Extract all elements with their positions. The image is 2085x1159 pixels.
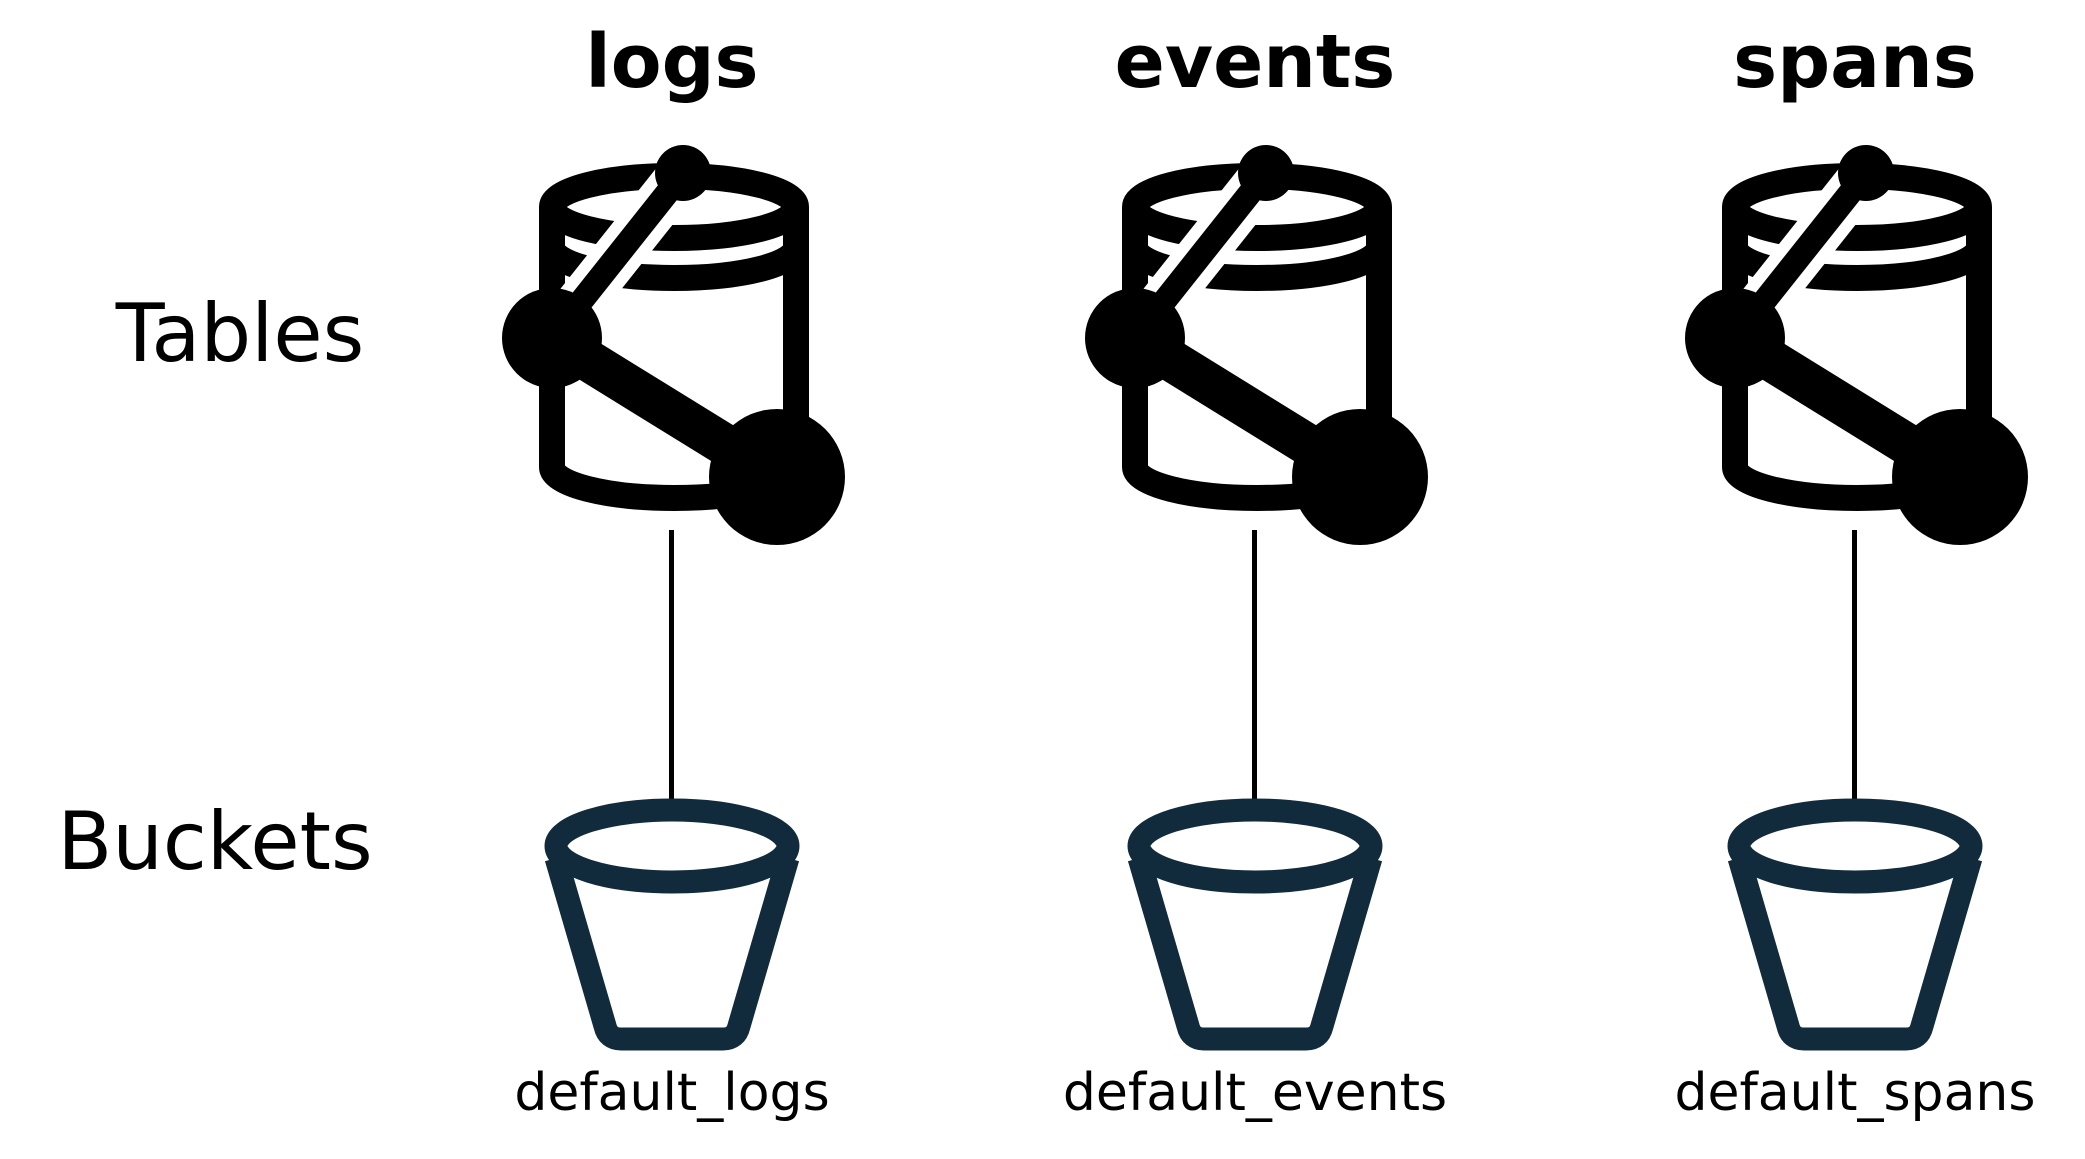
table-name-label: spans (1733, 19, 1977, 105)
bucket-icon (1727, 798, 1983, 1051)
network-nodes (1685, 145, 2028, 545)
table-bucket-connector (1852, 530, 1857, 815)
column-spans: spans default_spans (1555, 0, 2085, 1159)
network-nodes (502, 145, 845, 545)
column-logs: logs default_logs (372, 0, 972, 1159)
table-icon (1685, 145, 2028, 545)
table-icon (1085, 145, 1428, 545)
table-bucket-connector (669, 530, 674, 815)
row-label-tables: Tables (115, 287, 365, 380)
bucket-name-label: default_events (1062, 1063, 1448, 1123)
column-events: events default_events (955, 0, 1555, 1159)
bucket-name-label: default_logs (514, 1063, 830, 1123)
bucket-icon (1127, 798, 1383, 1051)
table-name-label: events (1114, 19, 1396, 105)
bucket-icon (544, 798, 800, 1051)
network-nodes (1085, 145, 1428, 545)
row-label-buckets: Buckets (57, 795, 373, 888)
bucket-name-label: default_spans (1674, 1063, 2036, 1123)
table-name-label: logs (585, 19, 759, 105)
table-icon (502, 145, 845, 545)
table-bucket-connector (1252, 530, 1257, 815)
